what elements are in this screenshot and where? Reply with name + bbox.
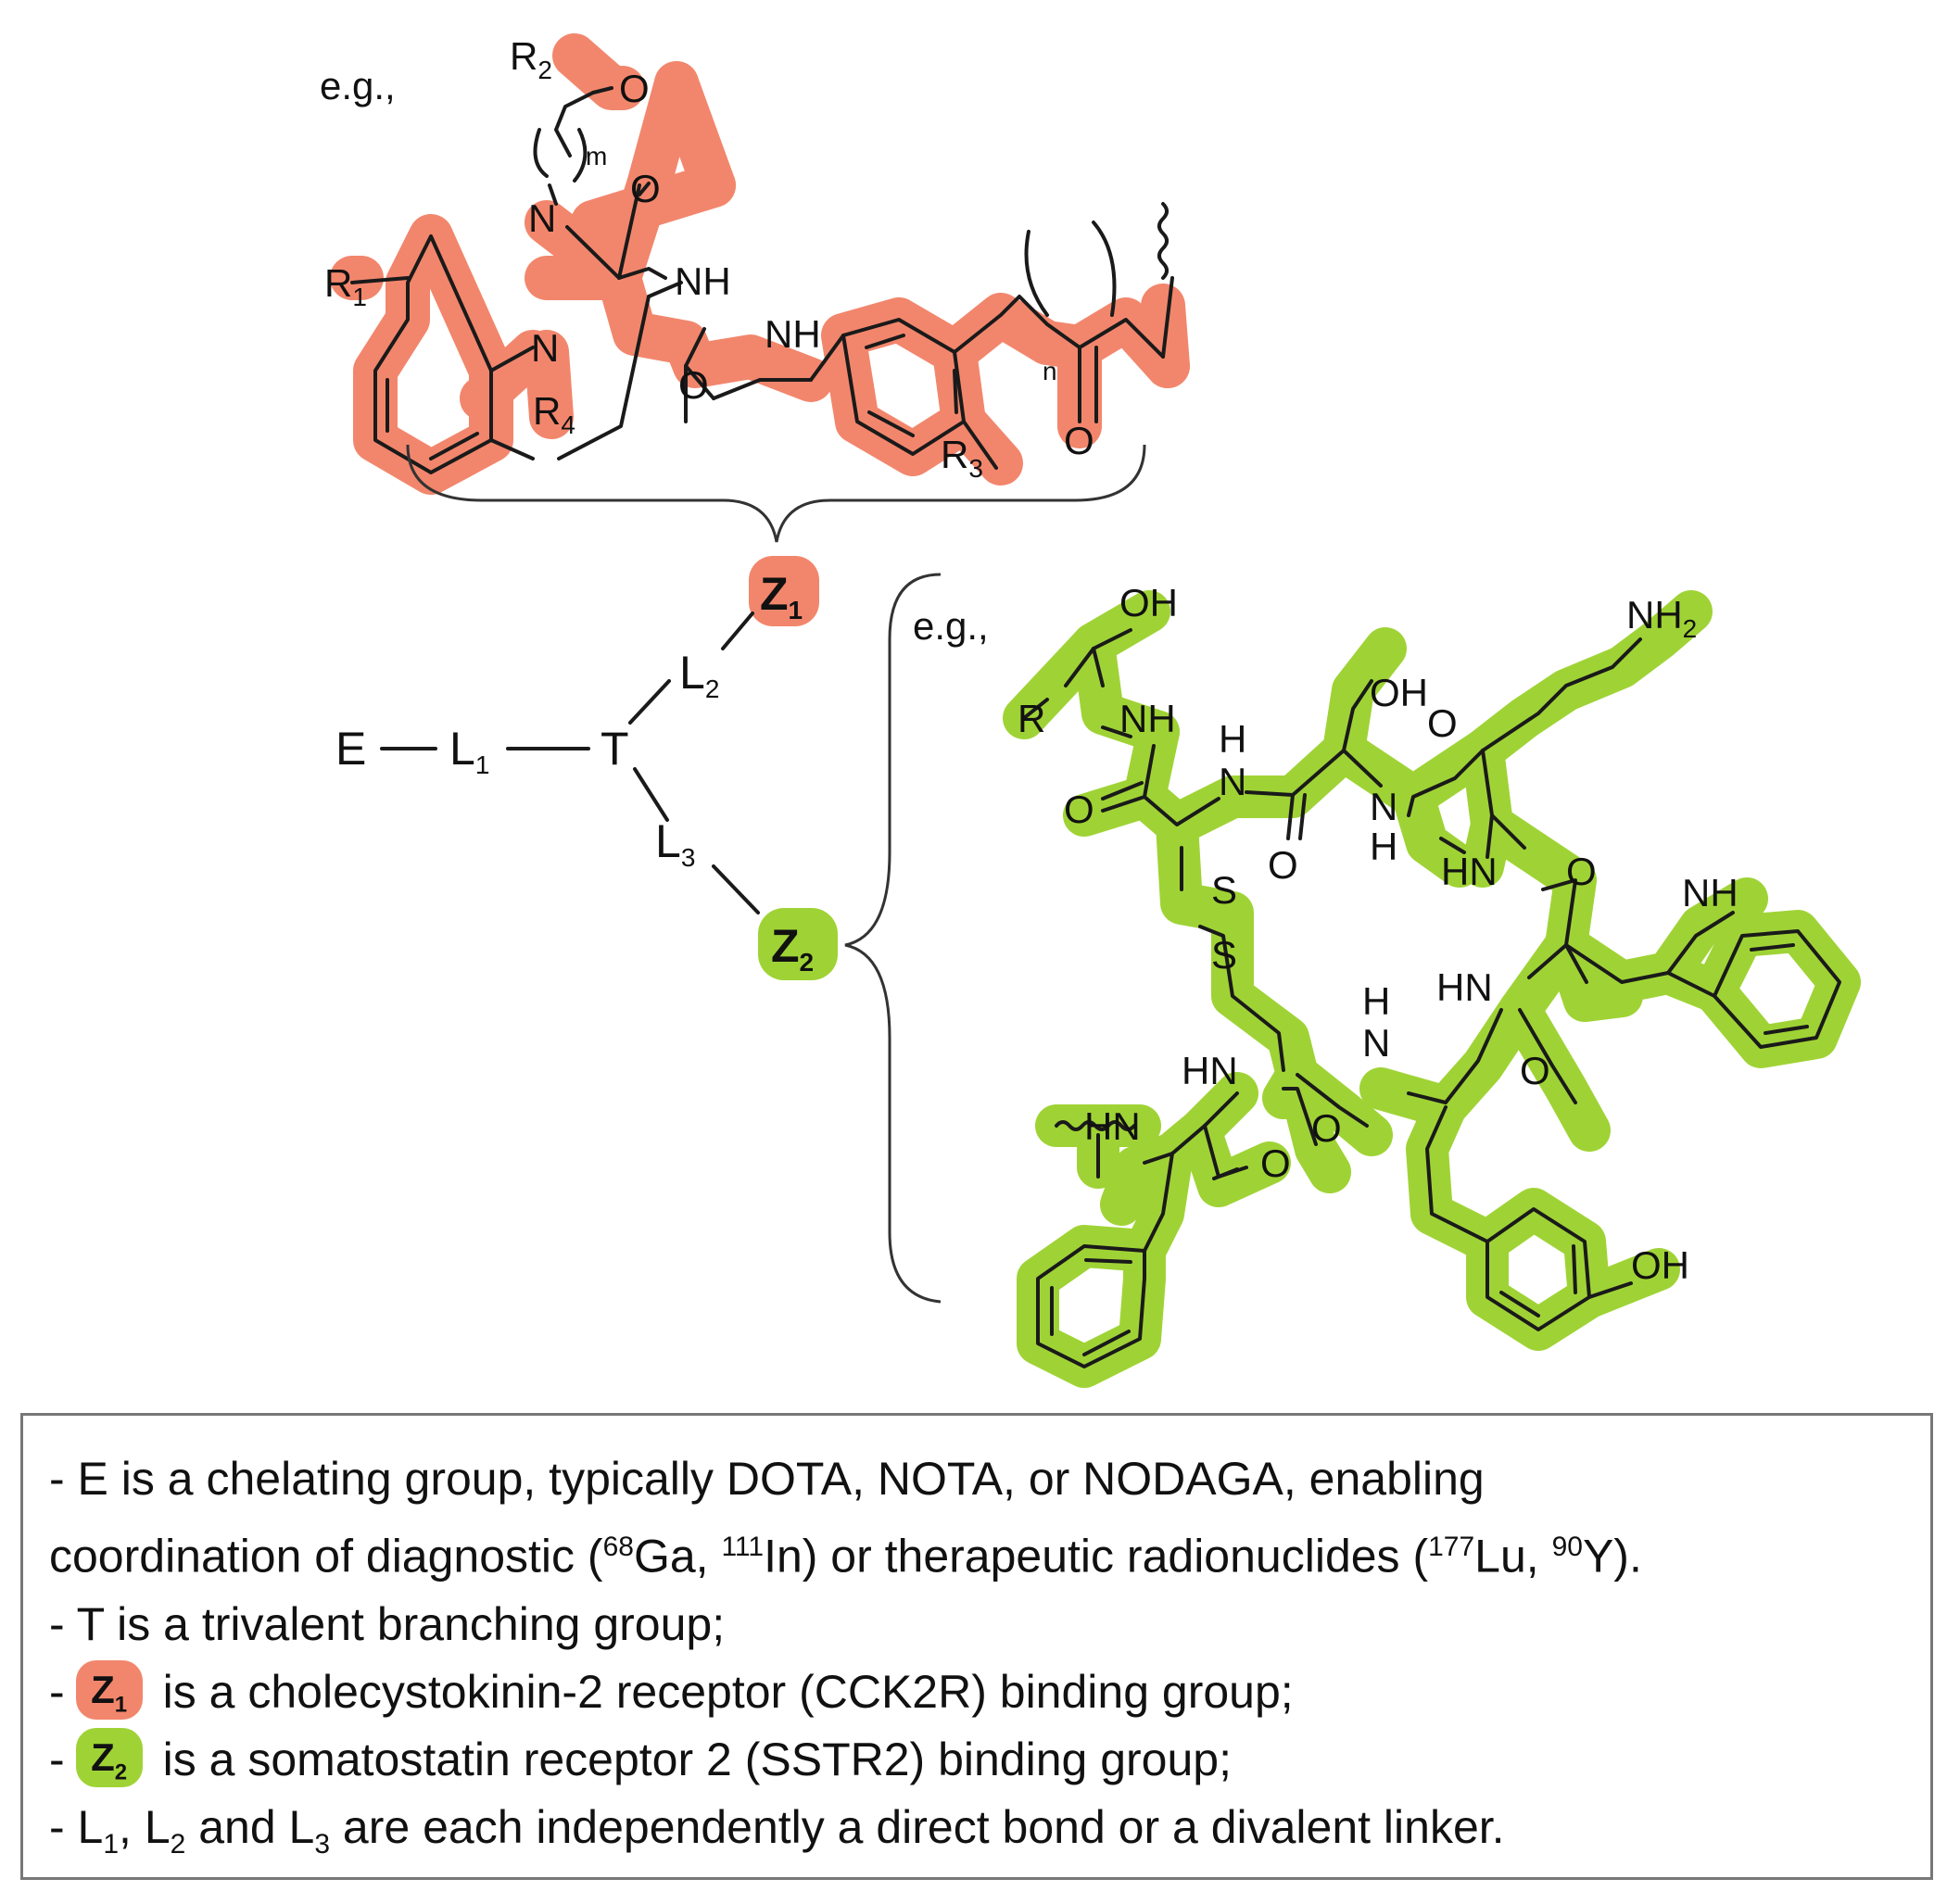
atom-r1: R1 bbox=[324, 261, 367, 311]
atom-nh2: NH2 bbox=[1626, 593, 1697, 643]
atom-n-thr2: N bbox=[1370, 785, 1397, 828]
eg-label-top: e.g., bbox=[320, 64, 396, 107]
atom-h-cys1: H bbox=[1219, 717, 1246, 761]
atom-oh-thr2: OH bbox=[1370, 671, 1428, 714]
atom-o-urea: O bbox=[678, 363, 709, 407]
atom-n-tyr: N bbox=[1362, 1021, 1390, 1065]
atom-r2: R2 bbox=[510, 34, 552, 84]
atom-nh-b: NH bbox=[765, 312, 821, 356]
atom-o-tyr: O bbox=[1520, 1049, 1550, 1092]
sstr2-atom-labels: e.g., OH R NH O H N OH O N H O NH2 HN O … bbox=[913, 581, 1738, 1287]
atom-nh-a: NH bbox=[675, 259, 731, 303]
index-m: m bbox=[586, 142, 607, 170]
cck2r-structure bbox=[330, 33, 1190, 495]
atom-hn-phe: HN bbox=[1084, 1104, 1141, 1148]
l3-label: L3 bbox=[655, 815, 695, 872]
atom-o-cys2: O bbox=[1311, 1106, 1342, 1150]
atom-h-thr2: H bbox=[1370, 825, 1397, 868]
z1-badge-bg bbox=[749, 556, 819, 626]
atom-hn-cys2: HN bbox=[1182, 1049, 1238, 1092]
l2-label: L2 bbox=[679, 647, 719, 703]
legend-line-1: - E is a chelating group, typically DOTA… bbox=[49, 1453, 1485, 1505]
atom-o-thr2a: O bbox=[1268, 843, 1298, 887]
atom-nh-thr1: NH bbox=[1119, 697, 1176, 740]
atom-o-phe: O bbox=[1260, 1141, 1291, 1185]
atom-s2: S bbox=[1211, 933, 1237, 977]
atom-hn-lys: HN bbox=[1441, 850, 1498, 893]
atom-o-thr1: O bbox=[1064, 788, 1094, 831]
atom-o-thr2b: O bbox=[1427, 701, 1458, 745]
cck2r-bonds bbox=[350, 86, 1174, 474]
atom-o-lactam: O bbox=[630, 167, 661, 210]
sstr2-bonds bbox=[1022, 628, 1841, 1368]
l1-label: L1 bbox=[449, 723, 489, 779]
z2-legend-badge: Z2 bbox=[75, 1728, 143, 1788]
atom-n-cys1: N bbox=[1219, 760, 1246, 803]
atom-r4: R4 bbox=[533, 389, 575, 439]
scaffold: Z1 Z2 E L1 T L2 L3 bbox=[335, 556, 838, 980]
atom-nh-trp: NH bbox=[1682, 871, 1738, 914]
atom-r: R bbox=[1018, 697, 1045, 740]
z2-brace bbox=[844, 573, 942, 1304]
atom-oh-tyr: OH bbox=[1631, 1243, 1689, 1287]
eg-label-bottom: e.g., bbox=[913, 604, 989, 648]
atom-h-tyr: H bbox=[1362, 979, 1390, 1023]
top-brace bbox=[406, 444, 1146, 543]
atom-o-lys: O bbox=[1566, 850, 1597, 893]
z1-label: Z1 bbox=[760, 568, 803, 624]
atom-n1: N bbox=[528, 196, 556, 240]
atom-n4: N bbox=[531, 326, 559, 370]
legend-line-3: - T is a trivalent branching group; bbox=[49, 1597, 726, 1650]
atom-hn-trp: HN bbox=[1436, 965, 1493, 1009]
e-label: E bbox=[335, 723, 366, 775]
cck2r-atom-labels: e.g., R2 O m N O NH R1 N R4 NH O n R3 O bbox=[320, 34, 1169, 483]
legend-line-2: coordination of diagnostic (68Ga, 111In)… bbox=[49, 1530, 1642, 1582]
z2-badge-bg bbox=[758, 908, 838, 980]
index-n: n bbox=[1043, 357, 1057, 385]
z1-legend-badge: Z1 bbox=[75, 1660, 143, 1721]
t-label: T bbox=[601, 723, 629, 775]
atom-o-ketone: O bbox=[619, 67, 650, 110]
z2-label: Z2 bbox=[771, 920, 814, 977]
cck2r-highlight bbox=[330, 33, 1190, 495]
legend-box: - E is a chelating group, typically DOTA… bbox=[20, 1413, 1933, 1880]
legend-line-6: - L1, L2 and L3 are each independently a… bbox=[49, 1800, 1505, 1860]
wavy-bond-top bbox=[1157, 202, 1169, 280]
atom-s1: S bbox=[1211, 868, 1237, 912]
atom-o-acyl: O bbox=[1064, 419, 1094, 462]
atom-r3: R3 bbox=[941, 433, 983, 483]
atom-oh-thr1: OH bbox=[1119, 581, 1178, 624]
